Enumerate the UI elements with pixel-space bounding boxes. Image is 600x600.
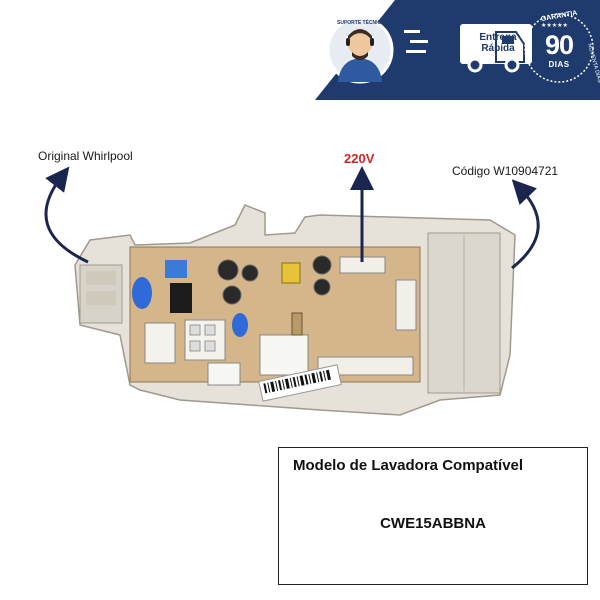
- barcode-label: [258, 364, 342, 402]
- warranty-number: 90: [544, 30, 574, 60]
- compatibility-box: Modelo de Lavadora Compatível CWE15ABBNA: [278, 447, 588, 585]
- delivery-truck-icon: [404, 24, 532, 73]
- compatibility-title: Modelo de Lavadora Compatível: [293, 457, 524, 474]
- support-badge-icon: [326, 16, 394, 84]
- control-board-photo: [60, 195, 540, 425]
- delivery-label: Entrega Rápida: [479, 32, 517, 54]
- svg-text:★★★★★: ★★★★★: [541, 22, 568, 29]
- connector-220v: [339, 256, 386, 274]
- compatible-model: CWE15ABBNA: [380, 515, 486, 532]
- support-badge-text: SUPORTE TÉCNICO: [337, 18, 385, 26]
- relay: [259, 334, 309, 376]
- label-voltage: 220V: [344, 151, 375, 166]
- control-board-illustration: [74, 204, 516, 416]
- warranty-days: DIAS: [548, 60, 570, 69]
- capacitor-blue: [132, 277, 152, 309]
- connector-white-small: [144, 322, 176, 364]
- label-codigo: Código W10904721: [452, 164, 559, 178]
- label-original-whirlpool: Original Whirlpool: [38, 149, 133, 163]
